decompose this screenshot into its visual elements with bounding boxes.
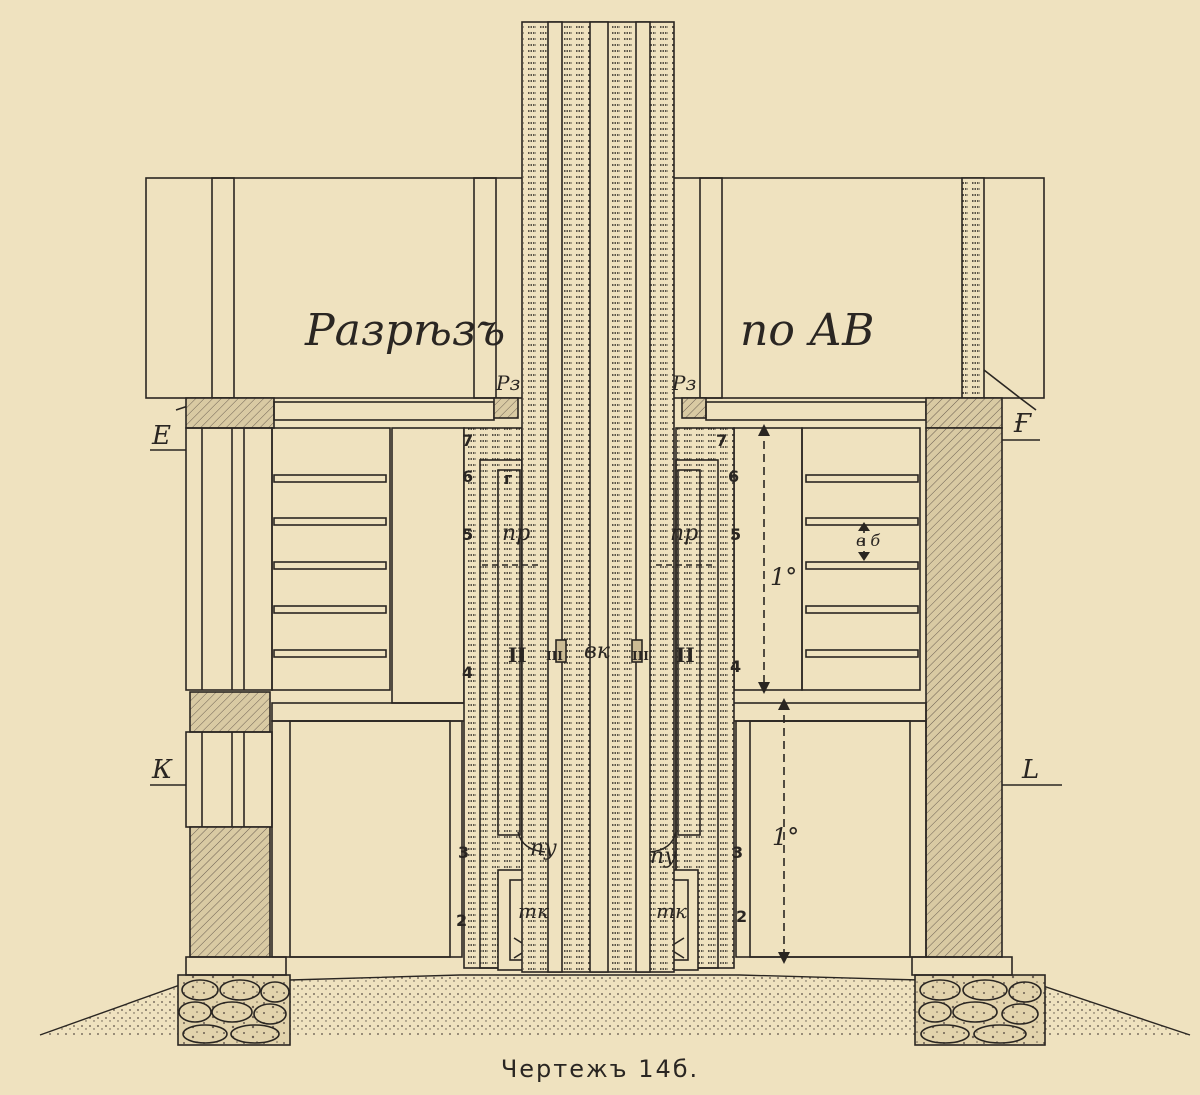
label-II-left: II [508,643,527,667]
marker-F: Ғ [1013,409,1032,439]
label-III-left: III [546,649,563,663]
label-tk-right: тк [656,899,687,923]
label-II-right: II [676,643,695,667]
num-5-right: 5 [730,525,741,544]
num-7-left: 7 [462,431,473,450]
title-left: Разрѣзъ [304,305,505,356]
num-5-left: 5 [462,525,473,544]
num-3-right: 3 [732,843,743,862]
label-g: г [504,469,512,488]
num-6-right: 6 [728,467,739,486]
attic-right [671,177,1045,411]
label-pu-left: пу [530,836,557,861]
num-4-left: 4 [462,663,473,682]
foundation-left [177,974,291,1046]
outer-wall-right [911,427,1013,976]
section-drawing: Разрѣзъ по АВ Е Ғ К L Рз Рз 7 7 6 6 5 5 … [39,21,1191,1046]
dim-lower-label: 1° [772,823,799,851]
attic-left [145,177,527,411]
num-2-right: 2 [736,907,747,926]
outer-wall-left [185,427,287,976]
marker-rz-left: Рз [495,371,520,395]
shelves-left [271,427,391,691]
marker-E: Е [151,421,171,451]
num-3-left: 3 [458,843,469,862]
dim-shelf-label: в б [856,531,880,550]
label-pr-right: пр [670,521,698,546]
marker-rz-right: Рз [671,371,696,395]
num-2-left: 2 [456,911,467,930]
marker-K: К [151,755,173,785]
title-right: по АВ [740,305,874,356]
drawing-caption: Чертежъ 14б. [500,1055,700,1083]
chimney [521,21,675,973]
label-III-right: III [632,649,649,663]
label-pu-right: пу [650,844,677,869]
dimension-arrows [758,424,870,964]
marker-L: L [1021,755,1039,785]
num-7-right: 7 [716,431,727,450]
lower-rooms [271,720,927,958]
foundation-right [914,974,1046,1046]
dim-upper-label: 1° [770,563,797,591]
ceiling-band [185,397,1003,429]
label-pr-left: пр [502,521,530,546]
label-vk: вк [584,639,611,664]
arrow-pu-left [517,831,546,853]
num-6-left: 6 [462,467,473,486]
label-tk-left: тк [518,899,549,923]
arrow-pu-right [649,831,677,853]
num-4-right: 4 [730,657,741,676]
dimension-lines [763,428,865,960]
shelves-right [801,427,921,691]
